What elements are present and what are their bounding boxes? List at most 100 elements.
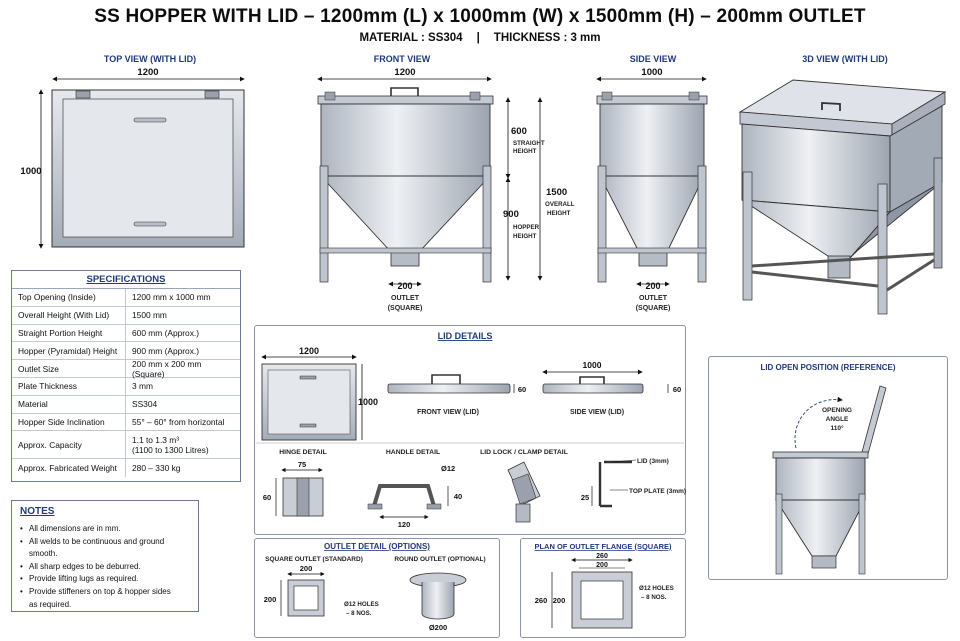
- side-view-label: SIDE VIEW: [630, 54, 677, 64]
- round-outlet: ROUND OUTLET (OPTIONAL) Ø200: [394, 556, 485, 632]
- straight-height-value: 600: [511, 126, 527, 137]
- specifications-table: SPECIFICATIONS Top Opening (Inside) 1200 …: [11, 270, 241, 482]
- flange-holes-2: – 8 NOS.: [641, 594, 667, 601]
- handle-height: 40: [454, 492, 462, 501]
- spec-row: Material SS304: [12, 395, 240, 414]
- drawing-subtitle: MATERIAL : SS304|THICKNESS : 3 mm: [0, 32, 960, 44]
- spec-row: Straight Portion Height 600 mm (Approx.): [12, 324, 240, 343]
- top-view-width: 1200: [137, 67, 158, 78]
- spec-row: Outlet Size 200 mm x 200 mm (Square): [12, 358, 240, 379]
- opening-angle-label-1: OPENING: [822, 407, 852, 414]
- top-view-label: TOP VIEW (WITH LID): [104, 54, 196, 64]
- spec-key: Hopper (Pyramidal) Height: [12, 342, 126, 360]
- section-lid-label: LID (3mm): [637, 458, 669, 465]
- lid-open-drawing: OPENING ANGLE 110°: [772, 385, 887, 575]
- square-outlet-height: 200: [264, 595, 277, 604]
- spec-value: 3 mm: [132, 381, 153, 392]
- side-view-hopper: [596, 91, 708, 283]
- lid-side-width: 1000: [583, 360, 602, 370]
- lid-section-detail: LID (3mm) TOP PLATE (3mm) 25: [581, 458, 686, 508]
- spec-key: Straight Portion Height: [12, 324, 126, 342]
- front-view-height-dims: 600 STRAIGHT HEIGHT 900 HOPPER HEIGHT 15…: [503, 97, 575, 281]
- round-outlet-label: ROUND OUTLET (OPTIONAL): [394, 556, 485, 563]
- note-item: as required.: [29, 599, 72, 609]
- top-view-depth: 1000: [20, 166, 41, 177]
- flange-inner-height: 200: [553, 596, 566, 605]
- square-outlet-label: SQUARE OUTLET (STANDARD): [265, 556, 363, 563]
- flange-holes-1: Ø12 HOLES: [639, 585, 674, 592]
- top-view-width-dim: 1200: [52, 67, 245, 82]
- notes-list: All dimensions are in mm. All welds to b…: [20, 523, 190, 611]
- hopper-height-value: 900: [503, 209, 519, 220]
- top-view-depth-dim: 1000: [20, 89, 44, 249]
- lid-front-height: 60: [518, 385, 526, 394]
- section-height: 25: [581, 493, 589, 502]
- spec-key: Top Opening (Inside): [12, 289, 126, 306]
- handle-label: HANDLE DETAIL: [386, 449, 440, 456]
- spec-key: Approx. Fabricated Weight: [12, 459, 126, 478]
- note-item: All sharp edges to be deburred.: [20, 561, 190, 574]
- side-view-outlet-dim: 200 OUTLET (SQUARE): [636, 281, 671, 312]
- hopper-height-label-1: HOPPER: [513, 224, 540, 231]
- iso-view-hopper: [738, 79, 947, 315]
- lid-details-heading: LID DETAILS: [438, 331, 493, 341]
- handle-detail: HANDLE DETAIL Ø12 40 120: [367, 449, 462, 529]
- front-view-hopper: [317, 87, 494, 283]
- flange-plan: 260 200 260 200 Ø12 HOLES – 8 NOS.: [535, 553, 674, 629]
- overall-height-label-2: HEIGHT: [547, 210, 571, 217]
- lid-plan: 1200 1000: [261, 346, 378, 441]
- flange-inner-width: 200: [596, 562, 608, 569]
- hinge-label: HINGE DETAIL: [279, 449, 326, 456]
- straight-height-label-1: STRAIGHT: [513, 140, 545, 147]
- lid-plan-width: 1200: [299, 346, 319, 356]
- opening-angle-label-2: ANGLE: [826, 416, 849, 423]
- square-outlet-width: 200: [300, 564, 313, 573]
- opening-angle-value: 110°: [830, 424, 843, 432]
- round-outlet-diameter: Ø200: [429, 623, 447, 632]
- overall-height-label-1: OVERALL: [545, 201, 575, 208]
- spec-row: Top Opening (Inside) 1200 mm x 1000 mm: [12, 289, 240, 307]
- subtitle-separator: |: [476, 32, 480, 44]
- side-outlet-label-2: (SQUARE): [636, 305, 671, 312]
- handle-width: 120: [398, 520, 411, 529]
- spec-value: SS304: [132, 399, 158, 410]
- overall-height-value: 1500: [546, 187, 567, 198]
- handle-diameter: Ø12: [441, 464, 455, 473]
- notes-heading: NOTES: [20, 506, 55, 517]
- lid-side-label: SIDE VIEW (LID): [570, 409, 624, 416]
- front-outlet-label-1: OUTLET: [391, 295, 420, 302]
- spec-key: Material: [12, 395, 126, 413]
- lid-front-label: FRONT VIEW (LID): [417, 409, 479, 416]
- square-outlet-holes-1: Ø12 HOLES: [344, 601, 379, 608]
- square-outlet: SQUARE OUTLET (STANDARD) 200 200 Ø12 HOL…: [264, 556, 379, 617]
- side-outlet-label-1: OUTLET: [639, 295, 668, 302]
- lid-side-height: 60: [673, 385, 681, 394]
- note-item: All dimensions are in mm.: [20, 523, 190, 536]
- flange-heading: PLAN OF OUTLET FLANGE (SQUARE): [534, 542, 672, 551]
- hinge-height: 60: [263, 493, 271, 502]
- spec-key: Approx. Capacity: [12, 431, 126, 459]
- spec-value: 200 mm x 200 mm (Square): [132, 358, 202, 379]
- section-top-plate-label: TOP PLATE (3mm): [629, 488, 686, 495]
- spec-key: Outlet Size: [12, 360, 126, 377]
- spec-key: Overall Height (With Lid): [12, 306, 126, 324]
- spec-value: 1200 mm x 1000 mm: [132, 292, 211, 303]
- lid-plan-depth: 1000: [358, 397, 378, 407]
- hinge-width: 75: [298, 460, 306, 469]
- specifications-heading: SPECIFICATIONS: [12, 271, 240, 289]
- note-item: Provide stiffeners on top & hopper sides: [20, 586, 190, 599]
- front-view-width: 1200: [394, 67, 415, 78]
- spec-value: 55° – 60° from horizontal: [132, 416, 225, 427]
- top-view-lid: [51, 89, 245, 248]
- spec-value: 1.1 to 1.3 m³(1100 to 1300 Litres): [126, 431, 240, 458]
- material-label: MATERIAL : SS304: [359, 32, 463, 44]
- clamp-label: LID LOCK / CLAMP DETAIL: [480, 449, 568, 456]
- side-outlet-value: 200: [645, 281, 660, 291]
- spec-value: 600 mm (Approx.): [132, 327, 200, 338]
- notes-box: NOTES All dimensions are in mm. All weld…: [11, 500, 199, 612]
- spec-value: 1500 mm: [132, 310, 167, 321]
